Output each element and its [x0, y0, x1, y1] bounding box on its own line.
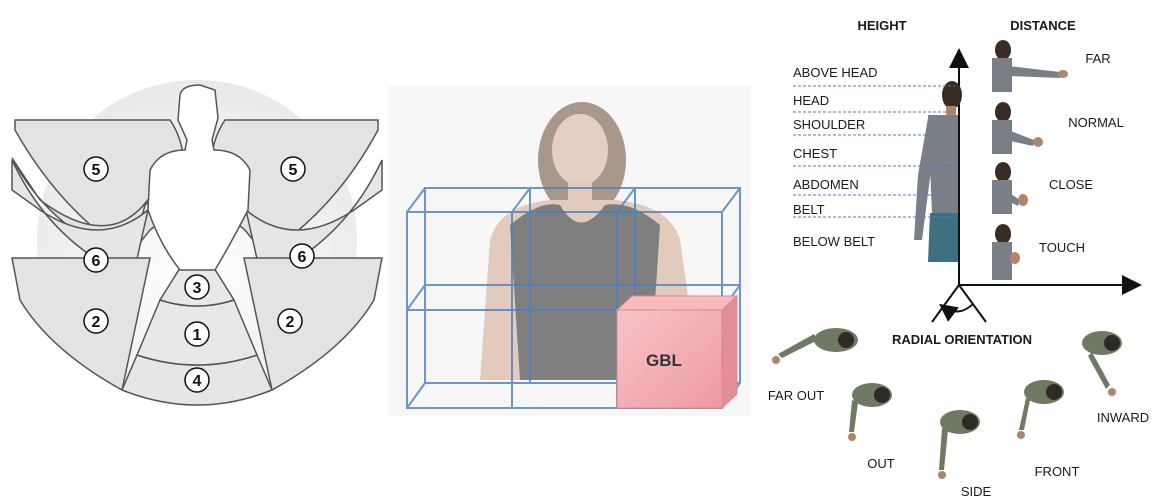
standing-figure: [914, 81, 962, 262]
zone-label-6-right: 6: [298, 249, 307, 266]
figure-legs: [928, 213, 958, 262]
figure-head: [942, 81, 962, 109]
distance-title: DISTANCE: [1010, 18, 1076, 33]
figure-neck: [946, 106, 956, 116]
zone-label-5-right: 5: [289, 162, 298, 179]
height-label-belt: BELT: [793, 202, 825, 217]
gbl-grid-diagram: GBL: [388, 86, 750, 416]
zone-label-5-left: 5: [92, 162, 101, 179]
gbl-box-side: [722, 296, 737, 408]
distance-label-touch: TOUCH: [1039, 240, 1085, 255]
location-parameters-diagram: HEIGHT DISTANCE ABOVE HEAD HEAD: [768, 18, 1149, 499]
signing-space-diagram: 5 5 6 6 2 2 3 1 4: [12, 80, 382, 405]
distance-label-normal: NORMAL: [1068, 115, 1124, 130]
radial-figure-side: [938, 410, 980, 479]
distance-figure-normal: [992, 102, 1043, 154]
height-label-abdomen: ABDOMEN: [793, 177, 859, 192]
distance-figure-far: [992, 40, 1068, 92]
distance-label-far: FAR: [1085, 51, 1110, 66]
radial-figures: [772, 328, 1122, 479]
gbl-label: GBL: [646, 351, 682, 370]
radial-title: RADIAL ORIENTATION: [892, 332, 1032, 347]
height-label-above-head: ABOVE HEAD: [793, 65, 878, 80]
gbl-box-top: [617, 296, 737, 310]
radial-labels: FAR OUT OUT SIDE FRONT INWARD: [768, 388, 1149, 499]
radial-label-side: SIDE: [961, 484, 992, 499]
height-label-shoulder: SHOULDER: [793, 117, 865, 132]
radial-label-inward: INWARD: [1097, 410, 1149, 425]
zone-label-1: 1: [193, 327, 202, 344]
radial-figure-inward: [1082, 331, 1122, 396]
radial-figure-far-out: [772, 328, 858, 364]
zone-label-3: 3: [193, 280, 202, 297]
distance-figure-close: [992, 162, 1028, 214]
radial-line-left: [932, 285, 959, 322]
signer-face: [552, 114, 608, 186]
height-labels: ABOVE HEAD HEAD SHOULDER CHEST ABDOMEN B…: [793, 65, 878, 249]
radial-label-far-out: FAR OUT: [768, 388, 824, 403]
radial-label-out: OUT: [867, 456, 895, 471]
height-label-head: HEAD: [793, 93, 829, 108]
zone-label-4: 4: [193, 373, 202, 390]
radial-figure-front: [1017, 380, 1064, 439]
zone-label-6-left: 6: [92, 253, 101, 270]
distance-figure-touch: [992, 224, 1020, 280]
figure-torso: [928, 115, 958, 215]
zone-label-2-left: 2: [92, 314, 101, 331]
height-title: HEIGHT: [857, 18, 906, 33]
distance-label-close: CLOSE: [1049, 177, 1093, 192]
height-label-below-belt: BELOW BELT: [793, 234, 875, 249]
radial-arc: [942, 304, 973, 312]
radial-figure-out: [848, 383, 892, 441]
zone-label-2-right: 2: [286, 314, 295, 331]
distance-labels: FAR NORMAL CLOSE TOUCH: [1039, 51, 1124, 255]
radial-label-front: FRONT: [1035, 464, 1080, 479]
height-label-chest: CHEST: [793, 146, 837, 161]
